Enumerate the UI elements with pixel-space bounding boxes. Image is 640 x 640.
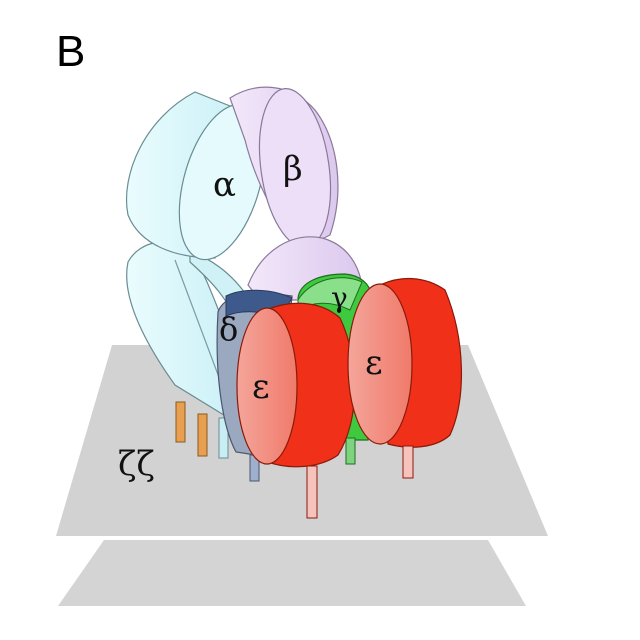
alpha-lower-fold xyxy=(174,259,221,381)
zeta-helix-1 xyxy=(175,401,186,443)
alpha-tm-helix xyxy=(218,417,229,459)
gamma-label: γ xyxy=(331,281,348,314)
epsilon-right-label: ε xyxy=(365,343,383,383)
epsilon-left-tm-helix xyxy=(306,465,318,519)
gamma-tm-helix xyxy=(345,437,356,465)
zeta-helix-2 xyxy=(197,413,208,457)
panel-label: B xyxy=(56,27,85,76)
epsilon-left-label: ε xyxy=(252,367,270,407)
delta-label: δ xyxy=(219,310,238,348)
alpha-label: α xyxy=(213,165,236,205)
epsilon-left-face xyxy=(236,307,298,465)
membrane-lower xyxy=(58,540,526,606)
beta-label: β xyxy=(283,149,303,189)
zeta-label: ζζ xyxy=(118,444,155,484)
epsilon-right-face xyxy=(347,283,413,445)
epsilon-right-tm-helix xyxy=(402,445,414,479)
